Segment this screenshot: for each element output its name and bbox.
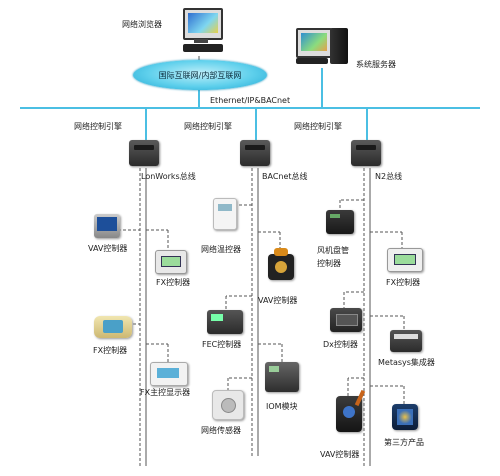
engine-label-1: 网络控制引擎 — [74, 122, 122, 131]
bac-sensor-device — [212, 390, 244, 420]
engine-device-2 — [240, 140, 270, 166]
n2-metasys-device — [390, 330, 422, 352]
bac-fec-label: FEC控制器 — [202, 340, 242, 349]
engine-device-1 — [129, 140, 159, 166]
n2-fx-label: FX控制器 — [386, 278, 421, 287]
n2-third-party-label: 第三方产品 — [384, 438, 424, 447]
lon-vav-label: VAV控制器 — [88, 244, 128, 253]
engine-label-2: 网络控制引擎 — [184, 122, 232, 131]
bac-iom-label: IOM模块 — [266, 402, 298, 411]
bac-thermostat-label: 网络温控器 — [201, 245, 241, 254]
bac-vav-label: VAV控制器 — [258, 296, 298, 305]
lon-fx-display-device — [150, 362, 188, 386]
internet-cloud: 国际互联网/内部互联网 — [133, 60, 267, 90]
lon-fx-label: FX控制器 — [156, 278, 191, 287]
engine-label-3: 网络控制引擎 — [294, 122, 342, 131]
n2-fancoil-device — [326, 210, 354, 234]
lon-fx2-device — [94, 316, 132, 338]
lon-fx-device — [155, 250, 187, 274]
n2-bus — [339, 168, 405, 466]
browser-label: 网络浏览器 — [122, 20, 162, 29]
browser-pc — [181, 8, 223, 56]
n2-metasys-label: Metasys集成器 — [378, 358, 435, 367]
bus-label-bacnet: BACnet总线 — [262, 172, 308, 181]
lon-fx2-label: FX控制器 — [93, 346, 128, 355]
n2-vav-device — [336, 389, 366, 432]
bac-sensor-label: 网络传感器 — [201, 426, 241, 435]
ethernet-label: Ethernet/IP&BACnet — [210, 96, 291, 105]
cloud-label: 国际互联网/内部互联网 — [158, 71, 242, 80]
lon-vav-device — [94, 214, 120, 238]
bac-vav-device — [268, 248, 294, 280]
n2-fx-device — [387, 248, 423, 272]
system-server — [296, 28, 350, 68]
bac-thermostat-device — [213, 198, 237, 230]
n2-dx-label: Dx控制器 — [323, 340, 358, 349]
lon-fx-display-label: FX主控显示器 — [140, 388, 191, 397]
bacnet-bus — [225, 168, 283, 456]
bus-label-lonworks: LonWorks总线 — [141, 172, 196, 181]
n2-vav-label: VAV控制器 — [320, 450, 360, 459]
n2-third-party-device — [392, 404, 418, 430]
engine-device-3 — [351, 140, 381, 166]
n2-dx-device — [330, 308, 362, 332]
server-label: 系统服务器 — [356, 60, 396, 69]
bus-label-n2: N2总线 — [375, 172, 403, 181]
bac-iom-device — [265, 362, 299, 392]
n2-fancoil-label: 风机盘管 控制器 — [317, 246, 349, 268]
bac-fec-device — [207, 310, 243, 334]
